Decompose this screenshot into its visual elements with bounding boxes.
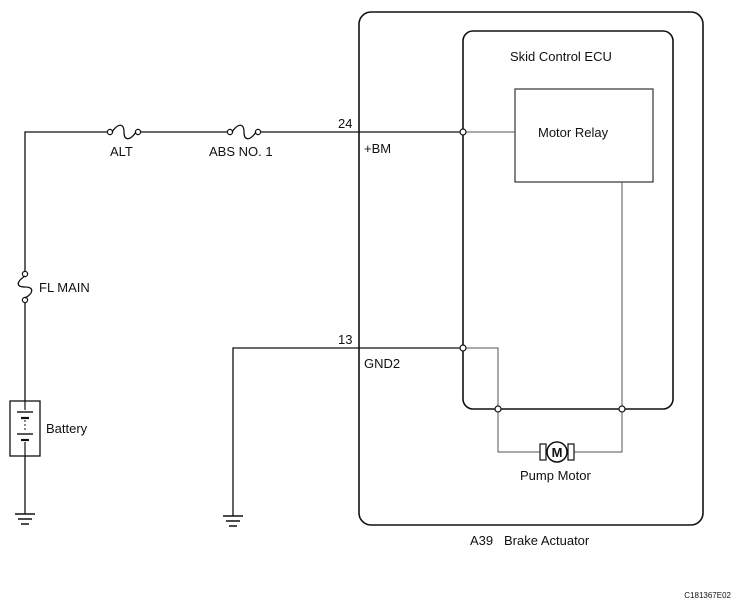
wire-gnd2-to-ground [232, 347, 463, 514]
figure-code: C181367E02 [684, 591, 731, 600]
pin-24-number: 24 [338, 116, 352, 131]
motor-relay-box [514, 88, 654, 183]
fuse-alt-label: ALT [110, 144, 133, 159]
ground-icon-battery [15, 510, 35, 525]
fuse-alt-icon [106, 124, 142, 140]
ecu-title: Skid Control ECU [510, 49, 612, 64]
motor-relay-label: Motor Relay [538, 125, 609, 140]
battery-icon [9, 400, 41, 457]
actuator-caption: A39 Brake Actuator [470, 533, 590, 548]
fuse-fl-main-label: FL MAIN [39, 280, 90, 295]
pin-13-number: 13 [338, 332, 352, 347]
ground-icon-gnd2 [223, 514, 243, 527]
pump-motor-icon: M [539, 441, 575, 463]
junction-pin24 [459, 128, 467, 136]
junction-gnd2 [459, 344, 467, 352]
brake-actuator-box [358, 11, 704, 526]
motor-symbol-label: M [552, 445, 563, 460]
pump-motor-label: Pump Motor [520, 468, 591, 483]
skid-control-ecu-box [462, 30, 674, 410]
wire-pump-motor-loop [497, 409, 623, 453]
pin-24-name: +BM [364, 141, 391, 156]
pin-13-name: GND2 [364, 356, 400, 371]
wire-battery-to-alt [24, 131, 108, 510]
fuse-abs-label: ABS NO. 1 [209, 144, 273, 159]
junction-motor-left [494, 405, 502, 413]
junction-motor-right [618, 405, 626, 413]
fuse-abs-no1-icon [226, 124, 262, 140]
fuse-fl-main-icon [17, 270, 33, 304]
battery-label: Battery [46, 421, 88, 436]
wire-gnd2-internal [463, 347, 499, 409]
